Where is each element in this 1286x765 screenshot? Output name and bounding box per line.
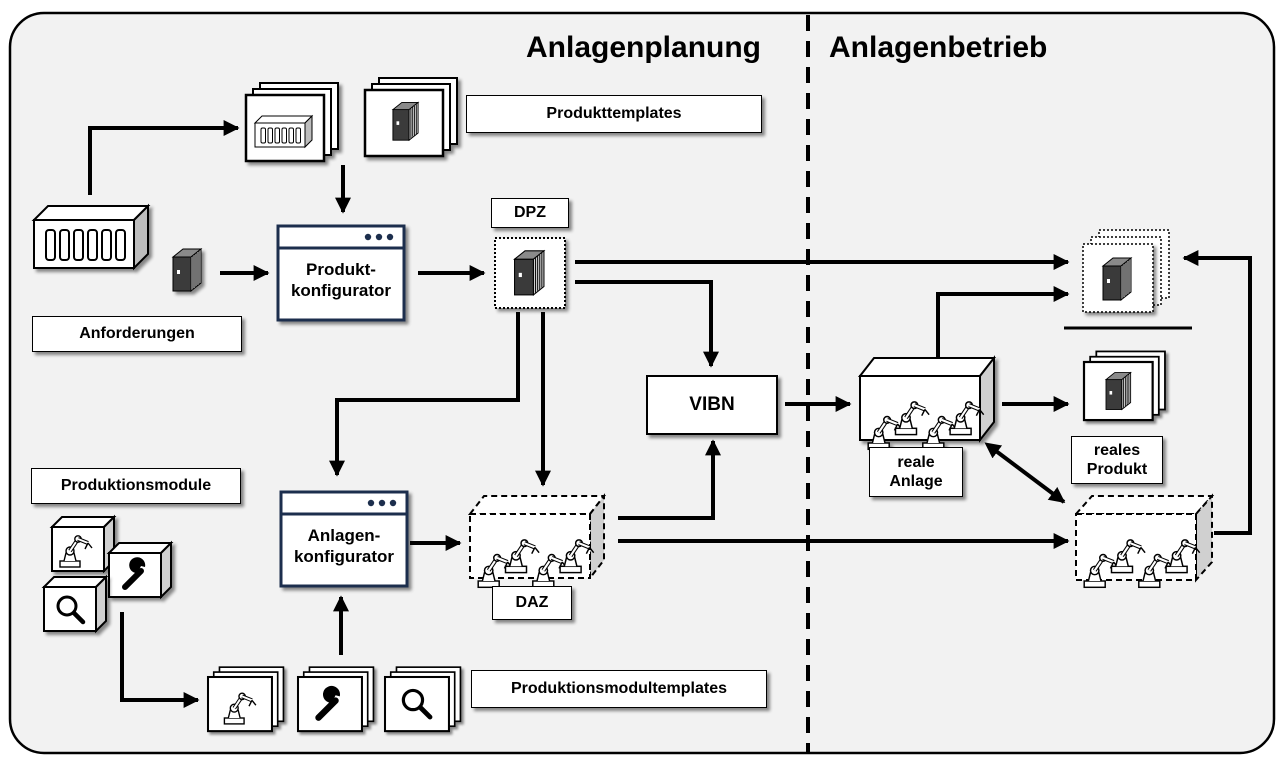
label-requirements: Anforderungen xyxy=(32,316,242,352)
label-product-templates: Produkttemplates xyxy=(466,95,762,133)
phase-heading-planning: Anlagenplanung xyxy=(526,31,761,64)
label-daz: DAZ xyxy=(492,586,572,620)
label-dpz: DPZ xyxy=(491,198,569,228)
container-icon xyxy=(33,205,149,269)
operation-plant-twin-icon xyxy=(1073,493,1215,587)
arrow-plant-twin-to-product-twin xyxy=(1182,250,1252,535)
product-configurator-label: Produkt- konfigurator xyxy=(290,260,392,301)
daz-plant-twin-icon xyxy=(467,493,607,587)
label-production-module-templates: Produktionsmodultemplates xyxy=(471,670,767,708)
product-icon xyxy=(172,248,202,292)
product-configurator-window-icon xyxy=(276,224,406,322)
arrow-modules-to-module-templates xyxy=(120,612,200,708)
arrow-real-plant-to-product-twin xyxy=(936,286,1070,358)
wrench-template-stack-icon xyxy=(296,666,375,733)
label-production-modules: Produktionsmodule xyxy=(31,468,241,504)
arrow-daz-to-vibn xyxy=(618,439,721,520)
robot-module-icon xyxy=(51,516,115,572)
label-real-product: reales Produkt xyxy=(1071,436,1163,484)
dpz-product-twin-icon xyxy=(494,237,566,309)
robot-template-stack-icon xyxy=(206,666,285,733)
arrow-dpz-to-plant-configurator xyxy=(329,312,520,477)
real-plant-icon xyxy=(857,355,997,449)
arrow-dpz-to-vibn xyxy=(575,280,719,368)
label-real-plant: reale Anlage xyxy=(869,447,963,497)
operation-product-twin-stack-icon xyxy=(1082,229,1170,313)
plant-configurator-label: Anlagen- konfigurator xyxy=(293,526,395,567)
wrench-module-icon xyxy=(108,542,172,598)
magnifier-template-stack-icon xyxy=(383,666,462,733)
arrow-requirements-to-templates xyxy=(88,120,240,195)
product-template-stack-icon xyxy=(363,76,459,158)
phase-heading-operation: Anlagenbetrieb xyxy=(829,31,1048,64)
real-product-stack-icon xyxy=(1082,350,1167,422)
plant-configurator-window-icon xyxy=(279,490,409,588)
magnifier-module-icon xyxy=(43,576,107,632)
arrow-real-plant-plant-twin-sync xyxy=(984,442,1066,504)
vibn-box: VIBN xyxy=(646,375,778,435)
container-template-stack-icon xyxy=(244,81,340,163)
